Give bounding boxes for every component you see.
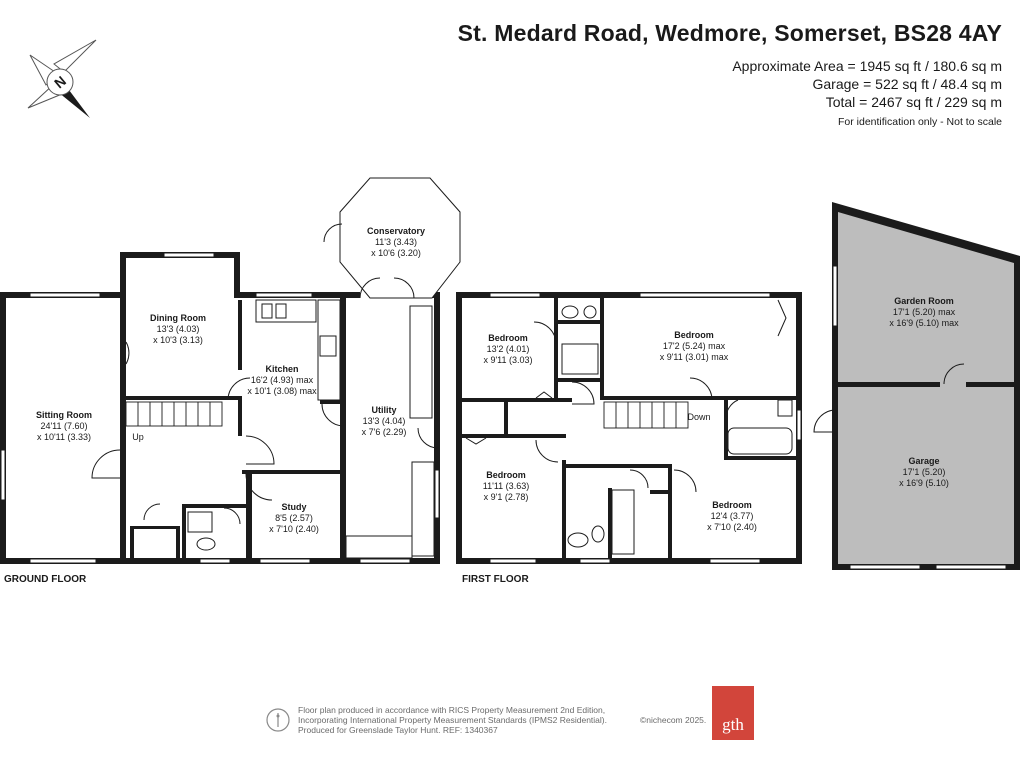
study-dim2: x 7'10 (2.40) <box>269 524 319 534</box>
identification-note: For identification only - Not to scale <box>838 116 1002 128</box>
dining-room-dim1: 13'3 (4.03) <box>157 324 200 334</box>
bedroom-se-dim1: 12'4 (3.77) <box>711 511 754 521</box>
garden-room-dim2: x 16'9 (5.10) max <box>889 318 959 328</box>
conservatory-dim2: x 10'6 (3.20) <box>371 248 421 258</box>
kitchen-dim2: x 10'1 (3.08) max <box>247 386 317 396</box>
kitchen-dim1: 16'2 (4.93) max <box>251 375 314 385</box>
garage-plan <box>813 202 1020 570</box>
study-name: Study <box>281 502 306 512</box>
garage-name: Garage <box>908 456 939 466</box>
bedroom-sw-dim2: x 9'1 (2.78) <box>484 492 529 502</box>
garage-dim1: 17'1 (5.20) <box>903 467 946 477</box>
bedroom-nw-dim2: x 9'11 (3.03) <box>483 355 532 365</box>
first-floor-staircase <box>603 401 689 429</box>
garage-area-text: Garage = 522 sq ft / 48.4 sq m <box>812 76 1003 92</box>
footer-rics-line: Floor plan produced in accordance with R… <box>298 705 605 715</box>
gth-logo: gth <box>712 686 754 740</box>
dining-room-dim2: x 10'3 (3.13) <box>153 335 203 345</box>
bedroom-ne-dim2: x 9'11 (3.01) max <box>660 352 729 362</box>
conservatory-name: Conservatory <box>367 226 425 236</box>
kitchen-name: Kitchen <box>265 364 298 374</box>
bedroom-nw-name: Bedroom <box>488 333 528 343</box>
gth-logo-text: gth <box>722 715 744 734</box>
footer-ipms-line: Incorporating International Property Mea… <box>298 715 607 725</box>
total-area-text: Total = 2467 sq ft / 229 sq m <box>825 94 1002 110</box>
stairs-up-label: Up <box>132 432 144 442</box>
study-dim1: 8'5 (2.57) <box>275 513 313 523</box>
bedroom-se-dim2: x 7'10 (2.40) <box>707 522 757 532</box>
garden-room-dim1: 17'1 (5.20) max <box>893 307 956 317</box>
footer-copyright: ©nichecom 2025. <box>640 715 706 725</box>
bedroom-se-name: Bedroom <box>712 500 752 510</box>
utility-dim1: 13'3 (4.04) <box>363 416 406 426</box>
property-address-title: St. Medard Road, Wedmore, Somerset, BS28… <box>457 20 1002 46</box>
bedroom-ne-name: Bedroom <box>674 330 714 340</box>
footer-produced-for-line: Produced for Greenslade Taylor Hunt. REF… <box>298 725 498 735</box>
ground-floor-plan <box>0 177 461 564</box>
utility-dim2: x 7'6 (2.29) <box>362 427 407 437</box>
ground-floor-staircase <box>125 401 223 427</box>
garden-room-name: Garden Room <box>894 296 954 306</box>
sitting-room-dim1: 24'11 (7.60) <box>40 421 87 431</box>
approximate-area-text: Approximate Area = 1945 sq ft / 180.6 sq… <box>732 58 1002 74</box>
bedroom-nw-dim1: 13'2 (4.01) <box>487 344 530 354</box>
measurement-standard-icon <box>266 708 290 732</box>
compass-rose-icon: N <box>27 39 97 118</box>
sitting-room-dim2: x 10'11 (3.33) <box>37 432 91 442</box>
ground-floor-label: GROUND FLOOR <box>4 574 87 585</box>
first-floor-label: FIRST FLOOR <box>462 574 529 585</box>
stairs-down-label: Down <box>687 412 710 422</box>
dining-room-name: Dining Room <box>150 313 206 323</box>
utility-name: Utility <box>371 405 396 415</box>
garage-dim2: x 16'9 (5.10) <box>899 478 949 488</box>
bedroom-sw-dim1: 11'11 (3.63) <box>483 481 529 491</box>
bedroom-ne-dim1: 17'2 (5.24) max <box>663 341 726 351</box>
sitting-room-name: Sitting Room <box>36 410 92 420</box>
first-floor-plan <box>456 292 802 564</box>
bedroom-sw-name: Bedroom <box>486 470 526 480</box>
conservatory-dim1: 11'3 (3.43) <box>375 237 417 247</box>
